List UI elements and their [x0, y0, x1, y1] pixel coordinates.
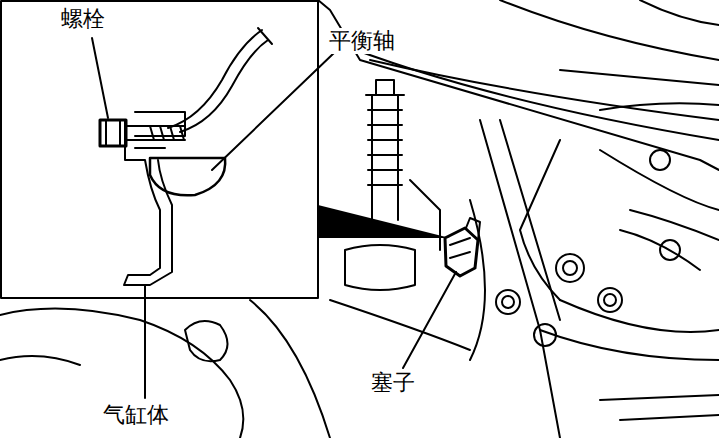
- detail-inset: [1, 1, 335, 398]
- part-label: 塞子: [368, 370, 418, 396]
- part-label: 气缸体: [100, 402, 172, 428]
- leader-line: [403, 272, 456, 368]
- pointer-wedge: [318, 205, 450, 238]
- part-label: 螺栓: [58, 6, 108, 32]
- part-label: 平衡轴: [326, 28, 398, 54]
